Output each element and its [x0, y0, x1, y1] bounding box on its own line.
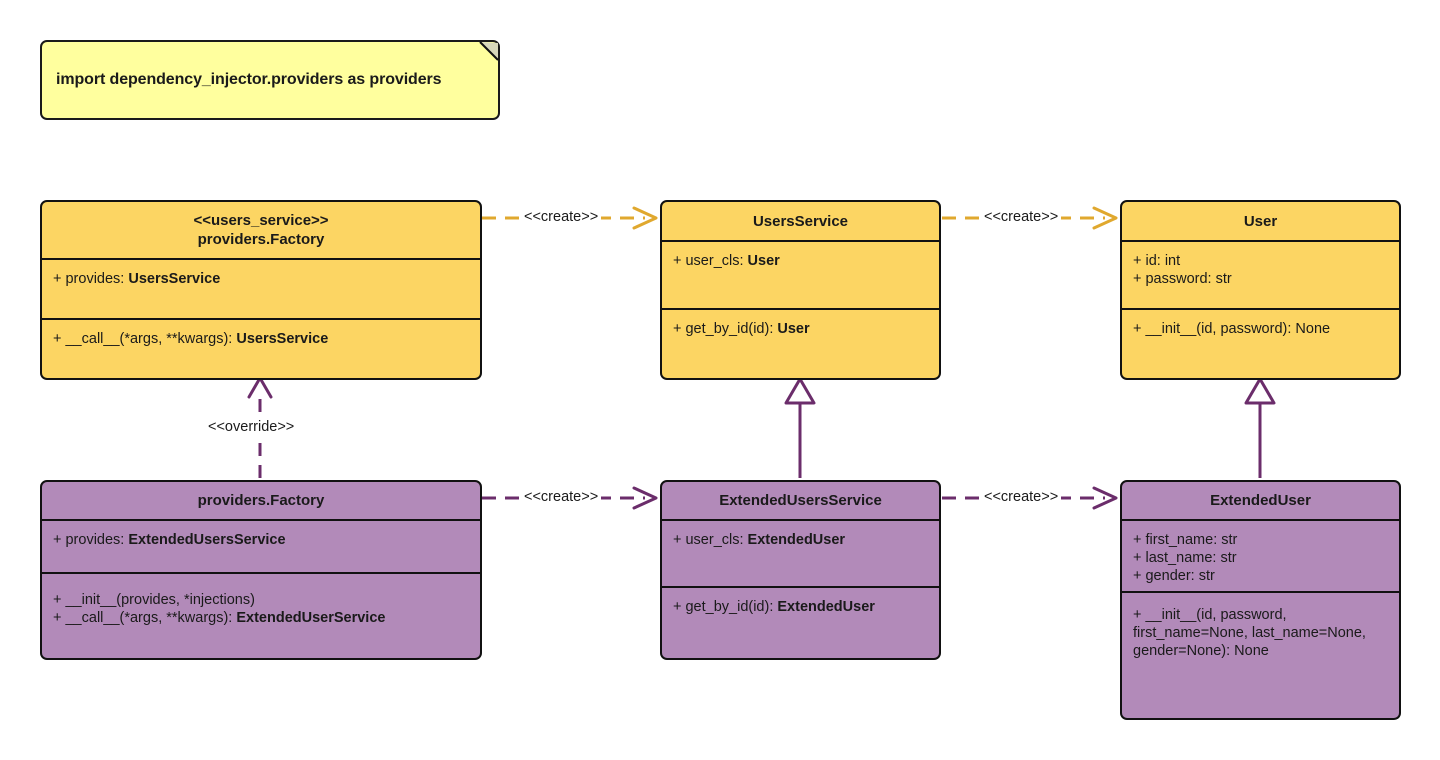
- attribute-type: ExtendedUser: [747, 532, 846, 548]
- attribute-row: + gender: str: [1133, 568, 1215, 584]
- class-name: providers.Factory: [197, 492, 325, 509]
- method-label: + __call__(*args, **kwargs):: [53, 610, 237, 626]
- import-note-text: import dependency_injector.providers as …: [56, 71, 442, 88]
- class-header: User: [1122, 202, 1399, 240]
- edge-inherit-user: [1244, 377, 1276, 478]
- class-attributes: + id: int + password: str: [1122, 240, 1399, 308]
- method-type: ExtendedUser: [777, 599, 875, 615]
- attribute-label: + user_cls:: [673, 253, 748, 269]
- class-methods: + __init__(id, password, first_name=None…: [1122, 591, 1399, 718]
- attribute-type: User: [747, 253, 780, 269]
- class-name: UsersService: [752, 212, 849, 230]
- method-type: ExtendedUserService: [236, 610, 386, 626]
- class-methods: + get_by_id(id): ExtendedUser: [662, 586, 939, 658]
- class-header: ExtendedUsersService: [662, 482, 939, 519]
- class-methods: + get_by_id(id): User: [662, 308, 939, 378]
- method-row: + __call__(*args, **kwargs): ExtendedUse…: [53, 609, 469, 627]
- class-methods: + __init__(id, password): None: [1122, 308, 1399, 378]
- edge-label-override: <<override>>: [205, 419, 298, 436]
- attribute-label: + provides:: [53, 532, 129, 548]
- method-row: + __init__(id, password, first_name=None…: [1133, 607, 1366, 659]
- attribute-row: + user_cls: ExtendedUser: [673, 531, 928, 549]
- edge-label-create-bottom-left: <<create>>: [521, 489, 602, 506]
- attribute-row: + id: int: [1133, 253, 1181, 269]
- method-type: UsersService: [236, 331, 329, 347]
- method-label: + get_by_id(id):: [673, 321, 778, 337]
- class-header: UsersService: [662, 202, 939, 240]
- class-methods: + __init__(provides, *injections) + __ca…: [42, 572, 480, 658]
- class-header: providers.Factory: [42, 482, 480, 519]
- method-row: + __init__(provides, *injections): [53, 592, 255, 608]
- class-header: ExtendedUser: [1122, 482, 1399, 519]
- attribute-type: UsersService: [128, 271, 221, 287]
- import-note: import dependency_injector.providers as …: [40, 40, 500, 120]
- edge-label-create-top-left: <<create>>: [521, 209, 602, 226]
- note-fold-icon: [479, 41, 499, 61]
- class-users-service-factory[interactable]: <<users_service>> providers.Factory + pr…: [40, 200, 482, 380]
- edge-inherit-users-service: [784, 377, 816, 478]
- class-name: providers.Factory: [197, 231, 325, 248]
- class-stereotype: <<users_service>>: [193, 212, 329, 229]
- method-row: + get_by_id(id): User: [673, 320, 928, 338]
- attribute-row: + provides: UsersService: [53, 270, 469, 288]
- method-row: + __call__(*args, **kwargs): UsersServic…: [53, 330, 469, 348]
- class-extended-factory[interactable]: providers.Factory + provides: ExtendedUs…: [40, 480, 482, 660]
- attribute-type: ExtendedUsersService: [128, 532, 286, 548]
- class-attributes: + provides: UsersService: [42, 258, 480, 318]
- attribute-row: + last_name: str: [1133, 550, 1237, 566]
- attribute-row: + password: str: [1133, 271, 1232, 287]
- class-attributes: + user_cls: User: [662, 240, 939, 308]
- class-name: ExtendedUsersService: [719, 492, 882, 509]
- class-user[interactable]: User + id: int + password: str + __init_…: [1120, 200, 1401, 380]
- class-attributes: + user_cls: ExtendedUser: [662, 519, 939, 586]
- class-users-service[interactable]: UsersService + user_cls: User + get_by_i…: [660, 200, 941, 380]
- edge-label-create-bottom-right: <<create>>: [981, 489, 1062, 506]
- method-row: + get_by_id(id): ExtendedUser: [673, 598, 928, 616]
- class-extended-users-service[interactable]: ExtendedUsersService + user_cls: Extende…: [660, 480, 941, 660]
- class-name: ExtendedUser: [1210, 492, 1311, 509]
- attribute-label: + user_cls:: [673, 532, 748, 548]
- attribute-row: + provides: ExtendedUsersService: [53, 531, 469, 549]
- method-label: + __call__(*args, **kwargs):: [53, 331, 237, 347]
- class-extended-user[interactable]: ExtendedUser + first_name: str + last_na…: [1120, 480, 1401, 720]
- class-methods: + __call__(*args, **kwargs): UsersServic…: [42, 318, 480, 378]
- method-type: User: [777, 321, 810, 337]
- method-row: + __init__(id, password): None: [1133, 321, 1331, 337]
- method-label: + get_by_id(id):: [673, 599, 778, 615]
- class-header: <<users_service>> providers.Factory: [42, 202, 480, 258]
- attribute-row: + user_cls: User: [673, 252, 928, 270]
- attribute-label: + provides:: [53, 271, 129, 287]
- class-name: User: [1243, 212, 1278, 230]
- class-attributes: + provides: ExtendedUsersService: [42, 519, 480, 572]
- class-attributes: + first_name: str + last_name: str + gen…: [1122, 519, 1399, 591]
- attribute-row: + first_name: str: [1133, 532, 1238, 548]
- edge-label-create-top-right: <<create>>: [981, 209, 1062, 226]
